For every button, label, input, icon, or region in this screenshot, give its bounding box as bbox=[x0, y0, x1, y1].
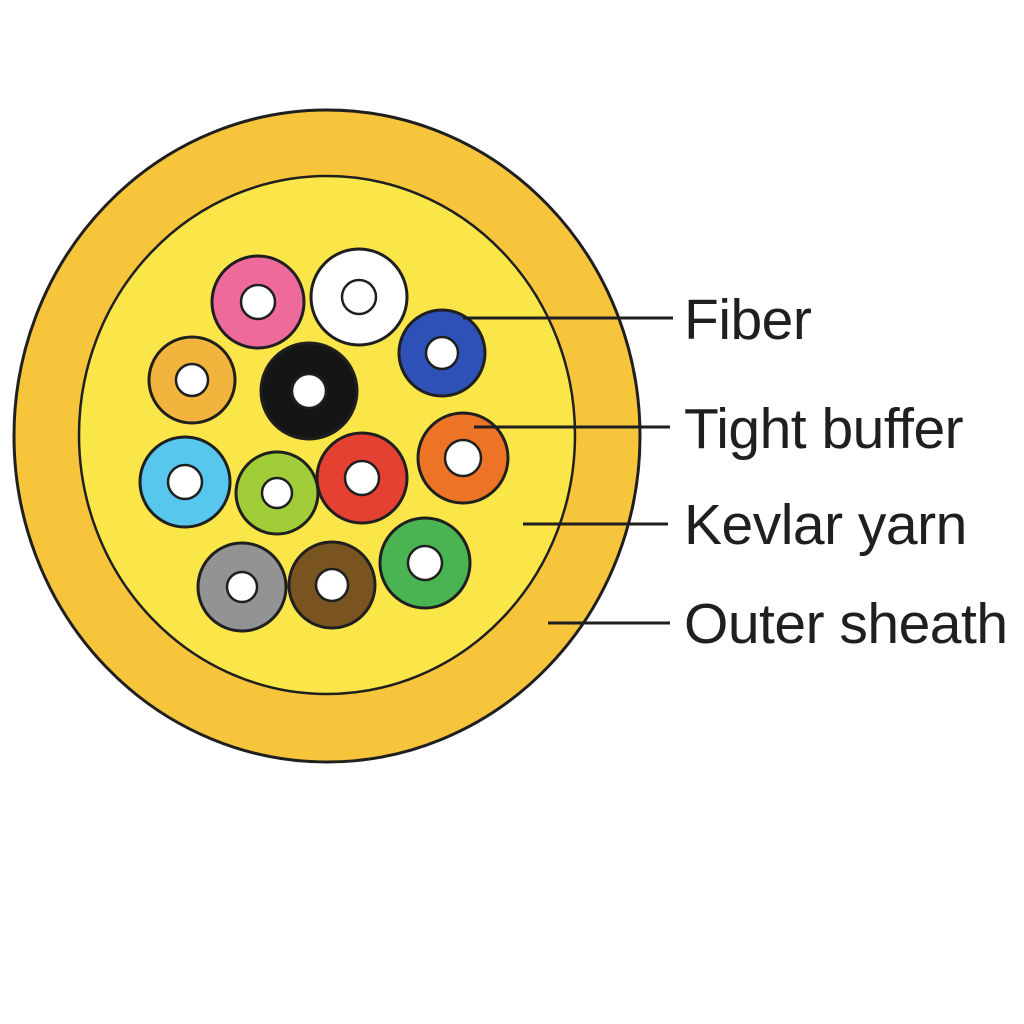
fiber-core-orange bbox=[443, 438, 483, 478]
tight-buffer-black bbox=[259, 341, 359, 441]
fiber-core-brown bbox=[314, 567, 350, 603]
tight-buffer-rose bbox=[210, 254, 306, 350]
label-1: Tight buffer bbox=[684, 397, 964, 461]
tight-buffer-blue bbox=[397, 308, 487, 398]
fiber-core-rose bbox=[239, 283, 277, 321]
tight-buffer-red bbox=[315, 431, 409, 525]
fiber-core-white bbox=[340, 278, 378, 316]
label-0: Fiber bbox=[684, 288, 812, 352]
leader-lines-group bbox=[463, 316, 673, 625]
fiber-core-yellow bbox=[174, 362, 210, 398]
label-3: Outer sheath bbox=[684, 592, 1008, 656]
fiber-core-black bbox=[290, 372, 328, 410]
tight-buffer-orange bbox=[416, 411, 510, 505]
fiber-core-slate bbox=[225, 570, 259, 604]
tight-buffer-aqua bbox=[138, 435, 232, 529]
fiber-core-lime bbox=[260, 476, 294, 510]
fiber-core-red bbox=[343, 459, 381, 497]
tight-buffers-group bbox=[138, 247, 510, 633]
tight-buffer-brown bbox=[287, 540, 377, 630]
fiber-core-green bbox=[406, 544, 444, 582]
tight-buffer-white bbox=[309, 247, 409, 347]
label-2: Kevlar yarn bbox=[684, 493, 967, 557]
fiber-core-aqua bbox=[166, 463, 204, 501]
tight-buffer-yellow bbox=[147, 335, 237, 425]
tight-buffer-lime bbox=[234, 450, 320, 536]
tight-buffer-slate bbox=[196, 541, 288, 633]
fiber-core-blue bbox=[424, 335, 460, 371]
tight-buffer-green bbox=[378, 516, 472, 610]
